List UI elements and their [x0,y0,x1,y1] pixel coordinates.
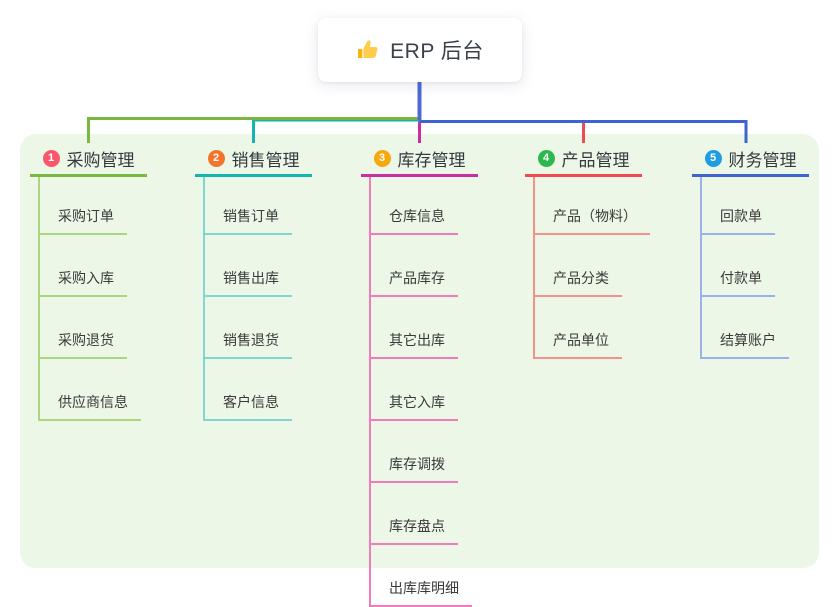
thumbs-up-icon [358,40,378,58]
mindmap-panel [20,134,819,568]
branch-children-inventory: 仓库信息产品库存其它出库其它入库库存调拨库存盘点出库库明细 [369,177,472,607]
node-item[interactable]: 结算账户 [702,297,789,359]
node-item[interactable]: 产品库存 [371,235,458,297]
branch-label: 销售管理 [231,151,300,170]
branch-purchase: 1 采购管理 采购订单采购入库采购退货供应商信息 [30,143,147,421]
branch-sales: 2 销售管理 销售订单销售出库销售退货客户信息 [195,143,312,421]
node-item[interactable]: 仓库信息 [371,177,458,235]
node-item[interactable]: 客户信息 [205,359,292,421]
node-item[interactable]: 回款单 [702,177,775,235]
node-item[interactable]: 其它入库 [371,359,458,421]
branch-label: 财务管理 [728,151,797,170]
node-item[interactable]: 采购退货 [40,297,127,359]
branch-label: 库存管理 [397,151,466,170]
branch-badge-purchase: 1 [42,150,60,167]
branch-children-finance: 回款单付款单结算账户 [700,177,789,359]
branch-badge-sales: 2 [207,150,225,167]
branch-label: 产品管理 [561,151,630,170]
branch-title-inventory[interactable]: 3 库存管理 [361,143,478,177]
branch-badge-inventory: 3 [373,150,391,167]
branch-badge-product: 4 [537,150,555,167]
branch-finance: 5 财务管理 回款单付款单结算账户 [692,143,809,359]
node-item[interactable]: 库存调拨 [371,421,458,483]
branch-label: 采购管理 [66,151,135,170]
node-item[interactable]: 库存盘点 [371,483,458,545]
branch-badge-finance: 5 [704,150,722,167]
node-item[interactable]: 产品（物料） [535,177,650,235]
node-item[interactable]: 出库库明细 [371,545,472,607]
node-item[interactable]: 供应商信息 [40,359,141,421]
branch-children-purchase: 采购订单采购入库采购退货供应商信息 [38,177,141,421]
branch-title-purchase[interactable]: 1 采购管理 [30,143,147,177]
branch-title-product[interactable]: 4 产品管理 [525,143,642,177]
branch-product: 4 产品管理 产品（物料）产品分类产品单位 [525,143,650,359]
branch-inventory: 3 库存管理 仓库信息产品库存其它出库其它入库库存调拨库存盘点出库库明细 [361,143,478,607]
node-item[interactable]: 销售退货 [205,297,292,359]
branch-children-product: 产品（物料）产品分类产品单位 [533,177,650,359]
branch-children-sales: 销售订单销售出库销售退货客户信息 [203,177,292,421]
node-item[interactable]: 采购订单 [40,177,127,235]
node-item[interactable]: 销售订单 [205,177,292,235]
node-item[interactable]: 采购入库 [40,235,127,297]
node-item[interactable]: 产品分类 [535,235,622,297]
root-node-label: ERP 后台 [390,40,484,63]
branch-title-sales[interactable]: 2 销售管理 [195,143,312,177]
node-item[interactable]: 其它出库 [371,297,458,359]
branch-title-finance[interactable]: 5 财务管理 [692,143,809,177]
node-item[interactable]: 产品单位 [535,297,622,359]
root-node[interactable]: ERP 后台 [318,18,522,82]
node-item[interactable]: 销售出库 [205,235,292,297]
node-item[interactable]: 付款单 [702,235,775,297]
